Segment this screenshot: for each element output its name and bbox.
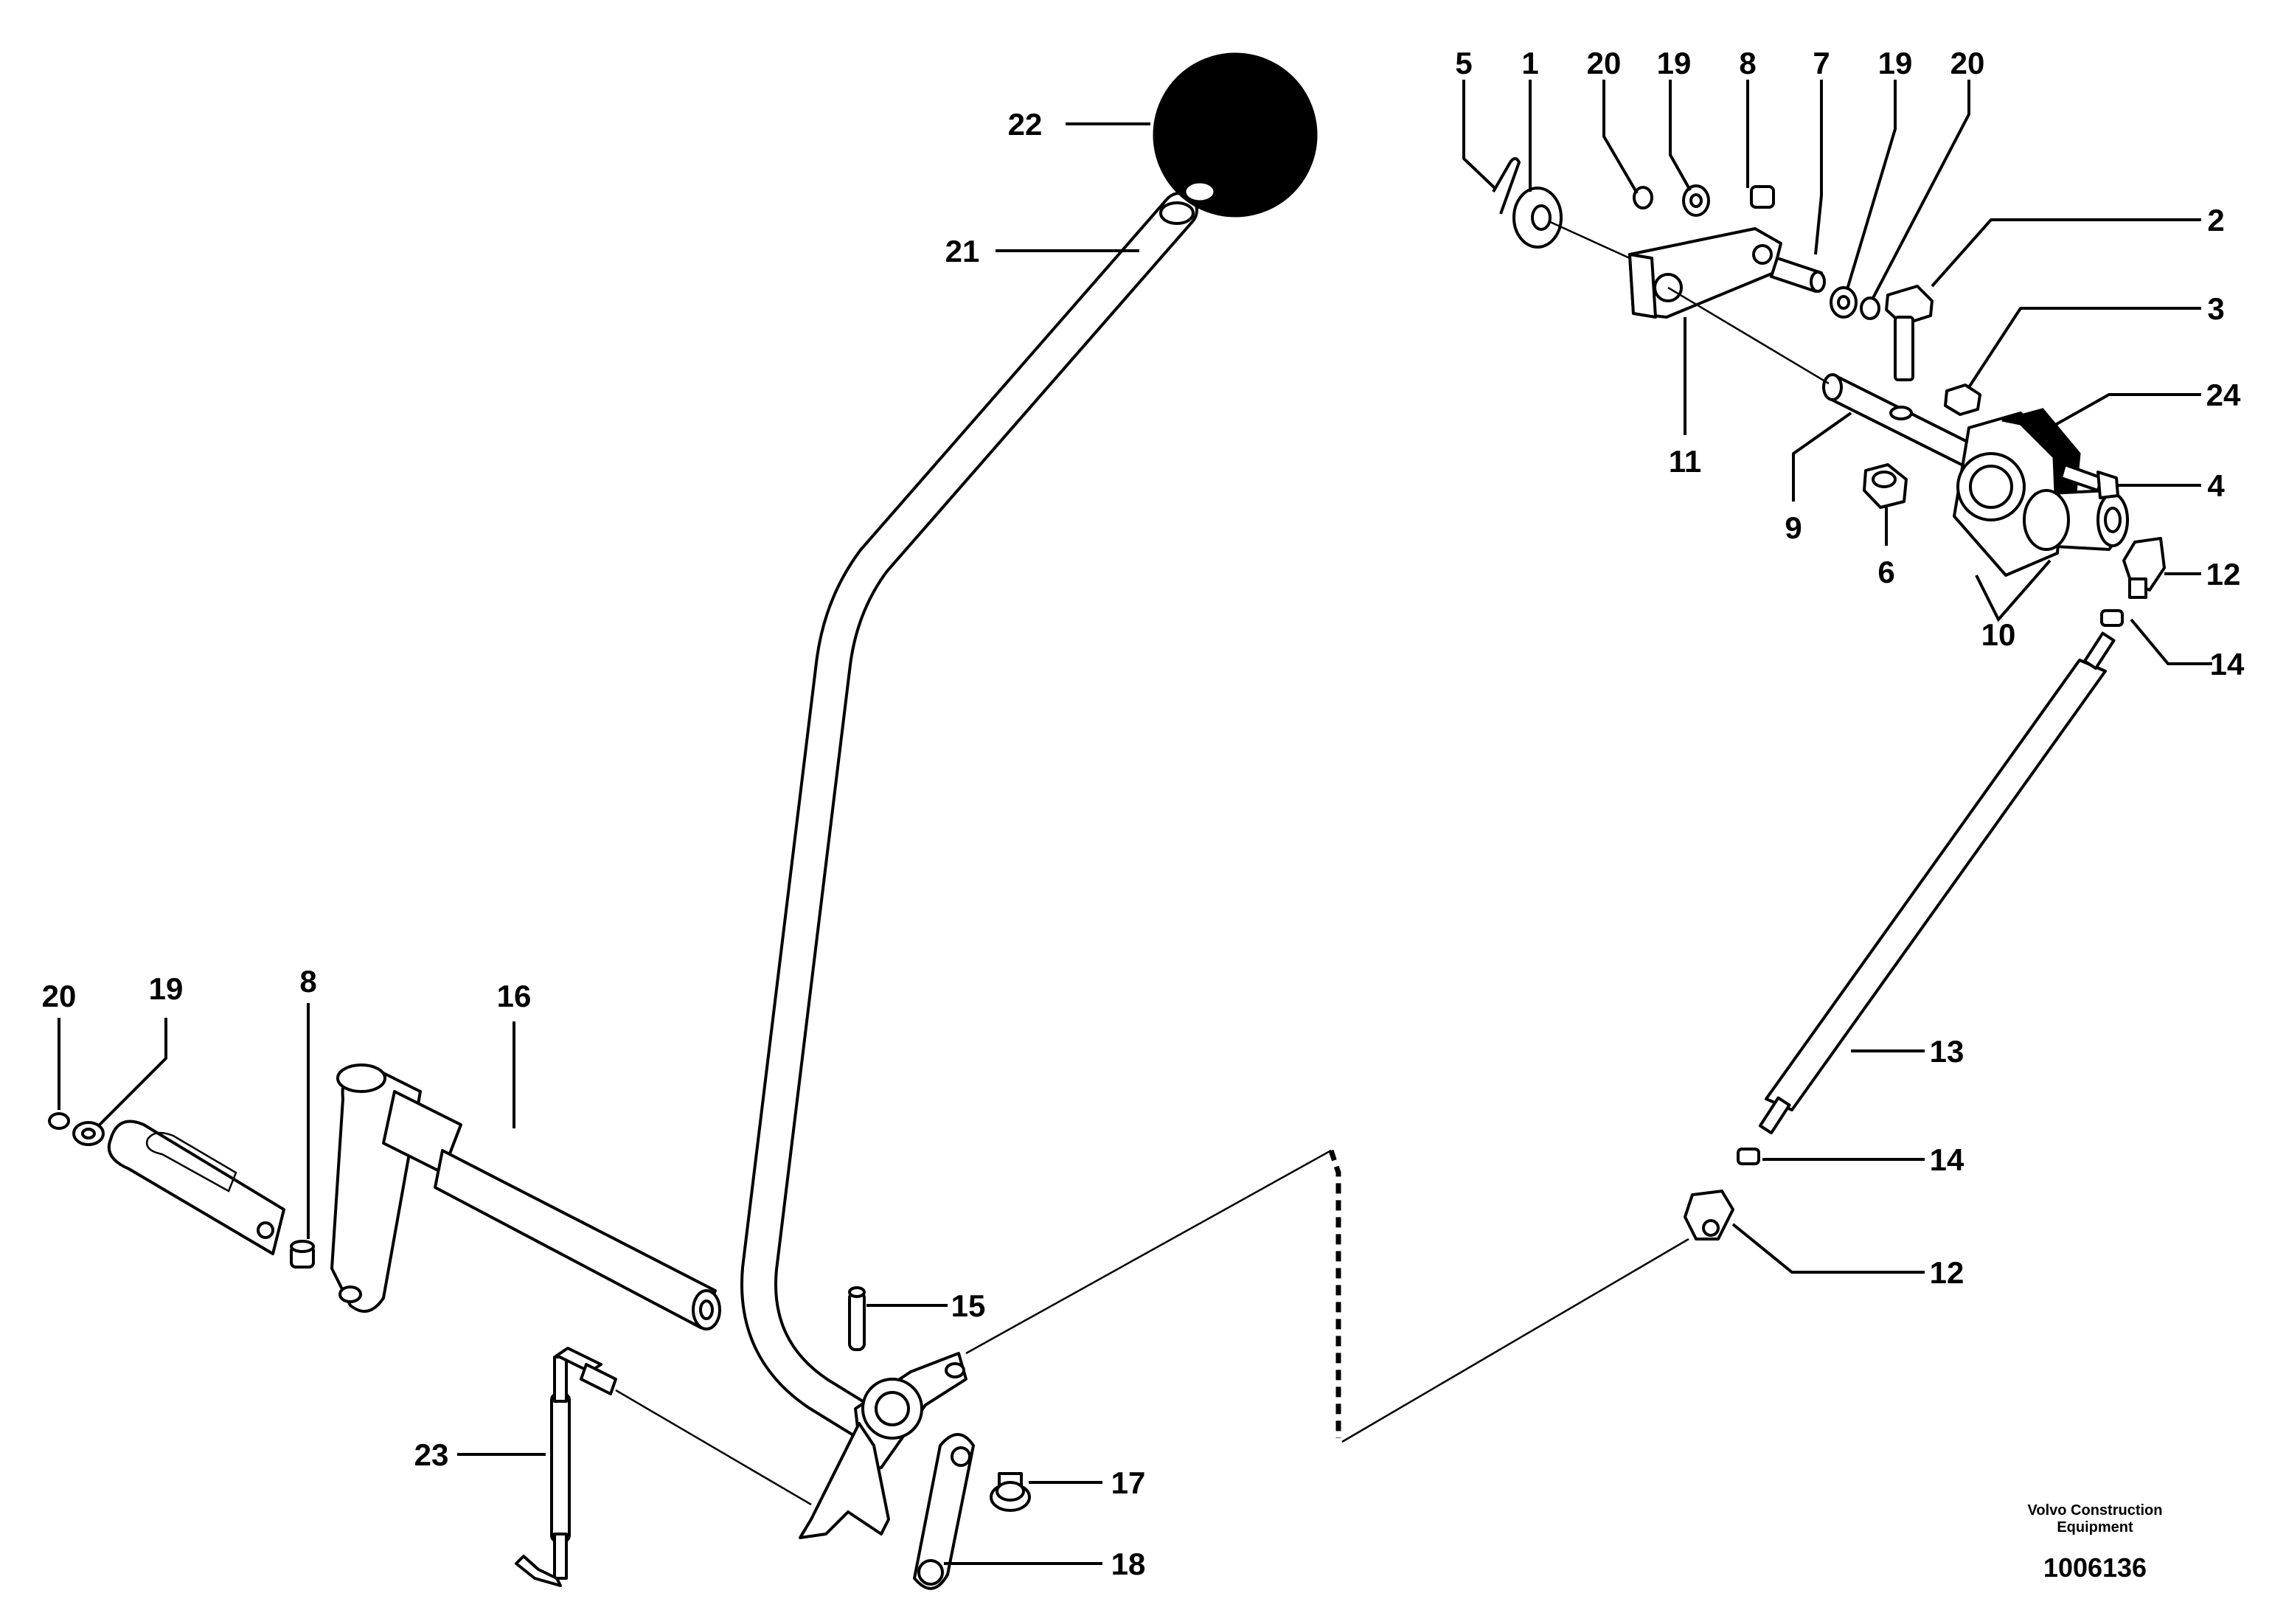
clip-20-left — [48, 1112, 70, 1130]
assembly-guides — [615, 220, 1830, 1506]
callout-18: 18 — [1111, 1547, 1146, 1581]
callout-23: 23 — [414, 1437, 449, 1472]
callout-5: 5 — [1455, 46, 1472, 80]
clip-20-top-right — [1860, 296, 1880, 320]
callout-12-bottom: 12 — [1930, 1255, 1964, 1290]
washer-19-top-left — [1682, 184, 1710, 217]
callout-22: 22 — [1008, 107, 1043, 142]
bearing-housing — [1953, 408, 2129, 577]
washer-19-top-right — [1830, 286, 1858, 319]
bushing-8-top — [1750, 185, 1775, 209]
bolt-17 — [990, 1472, 1031, 1512]
washer-1 — [1512, 187, 1563, 249]
callout-16: 16 — [497, 979, 532, 1013]
nut-3 — [1944, 384, 1981, 416]
callout-13: 13 — [1930, 1034, 1964, 1069]
clevis-12-top — [2122, 537, 2166, 599]
bolt-2 — [1885, 285, 1934, 381]
callout-7: 7 — [1813, 46, 1830, 80]
callout-17: 17 — [1111, 1465, 1146, 1500]
drawing-footer: Volvo Construction Equipment 1006136 — [1984, 1502, 2206, 1583]
nut-14-bottom — [1737, 1148, 1760, 1165]
callout-11: 11 — [1669, 444, 1701, 479]
split-pin-5 — [1492, 157, 1521, 215]
callout-3: 3 — [2207, 291, 2224, 326]
callout-21: 21 — [945, 234, 980, 268]
callout-15: 15 — [951, 1288, 986, 1323]
gear-lever — [740, 192, 1198, 1442]
callout-1: 1 — [1521, 46, 1538, 80]
callout-6: 6 — [1877, 555, 1894, 589]
callout-19-top-left: 19 — [1657, 46, 1692, 80]
clevis-12-bottom — [1684, 1190, 1734, 1240]
callout-14-bottom: 14 — [1930, 1142, 1964, 1177]
nut-14-top — [2100, 609, 2124, 627]
gas-spring — [515, 1347, 617, 1587]
callout-19-top-right: 19 — [1878, 46, 1913, 80]
callouts: 22 21 5 1 20 19 8 7 19 20 2 3 24 4 11 9 … — [42, 46, 2245, 1581]
callout-8-top: 8 — [1739, 46, 1756, 80]
slotted-plate — [107, 1120, 285, 1255]
callout-20-top-left: 20 — [1587, 46, 1622, 80]
callout-10: 10 — [1981, 617, 2016, 652]
callout-2: 2 — [2207, 203, 2224, 237]
pin-7 — [1770, 257, 1826, 293]
pull-rod — [1758, 631, 2116, 1135]
bolt-4 — [2060, 463, 2119, 499]
callout-19-left: 19 — [149, 971, 184, 1006]
callout-20-left: 20 — [42, 979, 77, 1013]
leader-lines — [58, 80, 2212, 1565]
shaft-16 — [330, 1063, 721, 1330]
nut-6 — [1863, 463, 1908, 509]
callout-24: 24 — [2206, 378, 2241, 412]
callout-9: 9 — [1785, 510, 1802, 545]
manufacturer-label: Volvo Construction Equipment — [2027, 1502, 2163, 1535]
clip-20-top-left — [1633, 186, 1653, 209]
lever-bracket — [799, 1352, 967, 1539]
callout-14-top: 14 — [2210, 647, 2245, 681]
callout-4: 4 — [2207, 468, 2225, 503]
lever-knob — [1153, 52, 1318, 218]
callout-20-top-right: 20 — [1950, 46, 1985, 80]
callout-12-top: 12 — [2206, 557, 2241, 591]
bushing-8-left — [290, 1240, 315, 1269]
callout-8-left: 8 — [299, 964, 316, 999]
link-arm — [913, 1433, 975, 1590]
washer-19-left — [72, 1121, 105, 1146]
drawing-number: 1006136 — [2043, 1552, 2147, 1583]
lever-arm-11 — [1628, 227, 1782, 319]
pin-15 — [848, 1286, 866, 1351]
